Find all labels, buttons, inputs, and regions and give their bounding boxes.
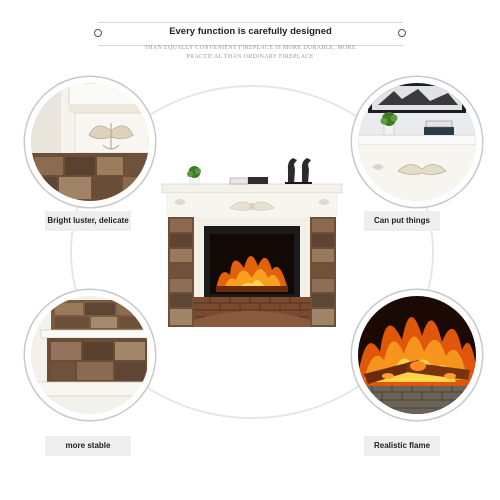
fireplace-image	[161, 158, 343, 327]
books-decoration	[424, 120, 454, 135]
header-title: Every function is carefully designed	[169, 26, 332, 37]
base-closeup-image	[31, 296, 149, 414]
header-banner: Every function is carefully designed	[98, 22, 403, 46]
decorative-ring	[70, 85, 434, 419]
log-pile	[364, 360, 470, 384]
label-can-put-things: Can put things	[364, 211, 440, 231]
plant-decoration	[380, 112, 398, 136]
label-more-stable: more stable	[45, 436, 131, 456]
stone-column-right	[310, 217, 336, 327]
detail-shelf-circle	[352, 77, 482, 207]
horse-figurines	[285, 158, 312, 184]
detail-base-circle	[25, 290, 155, 420]
subtitle-line-2: PRACTICAL THAN ORDINARY FIREPLACE	[186, 54, 314, 60]
flame-closeup-image	[358, 296, 476, 414]
label-realistic-flame: Realistic flame	[364, 436, 440, 456]
label-bright-luster: Bright luster, delicate	[45, 211, 131, 231]
carving-closeup-image	[31, 83, 149, 201]
brick-hearth	[194, 297, 310, 327]
header-subtitle: THAN EQUALLY CONVENIENT FIREPLACE IS MOR…	[110, 44, 390, 62]
detail-carving-circle	[25, 77, 155, 207]
header-right-dot	[398, 29, 406, 37]
plant-decoration	[187, 166, 201, 185]
detail-flame-circle	[352, 290, 482, 420]
fire-insert	[210, 234, 294, 294]
subtitle-line-1: THAN EQUALLY CONVENIENT FIREPLACE IS MOR…	[144, 45, 356, 51]
shelf-closeup-image	[358, 83, 476, 201]
stone-column-left	[168, 217, 194, 327]
header-left-dot	[94, 29, 102, 37]
books-decoration	[229, 177, 268, 185]
